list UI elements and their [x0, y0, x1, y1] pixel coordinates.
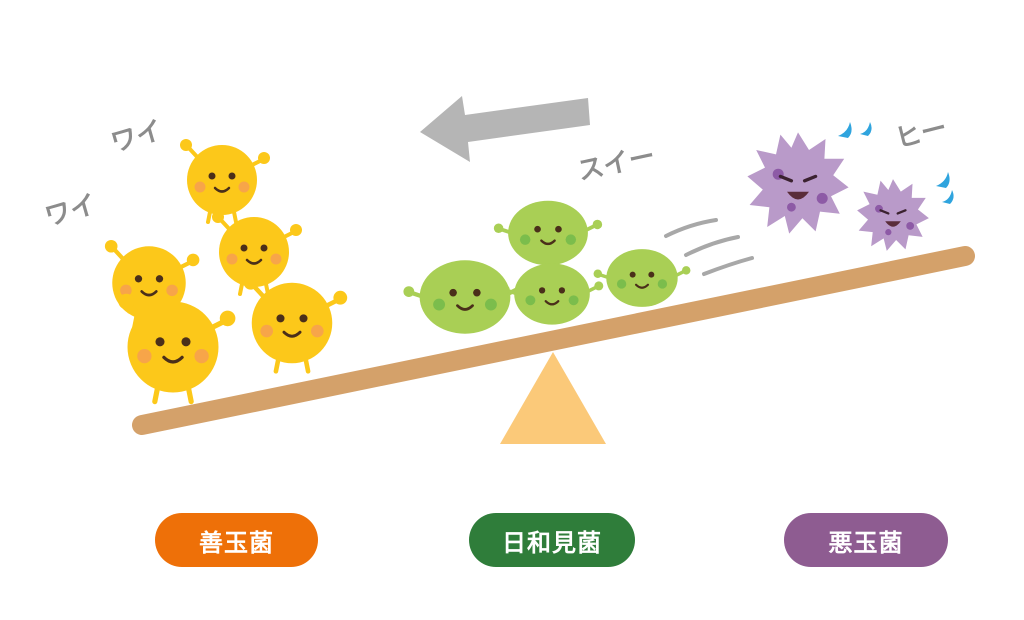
- neutral-bacterium: [498, 261, 606, 327]
- sfx-suii: スイー: [575, 141, 658, 187]
- bad-bacteria-label: 悪玉菌: [784, 513, 948, 567]
- good-bacteria-label-text: 善玉菌: [199, 528, 274, 557]
- neutral-bacterium: [403, 260, 526, 333]
- sweat-drop-icon: [838, 122, 852, 138]
- bad-bacterium: [745, 130, 851, 236]
- bad-bacteria-group: [745, 122, 954, 253]
- sweat-drop-icon: [860, 122, 872, 136]
- neutral-bacteria-label-text: 日和見菌: [502, 528, 602, 557]
- good-bacterium: [244, 276, 348, 371]
- neutral-bacterium: [491, 198, 605, 268]
- neutral-bacterium: [591, 247, 693, 309]
- good-bacterium: [178, 137, 272, 224]
- neutral-bacteria-label: 日和見菌: [469, 513, 635, 567]
- bad-bacteria-label-text: 悪玉菌: [828, 528, 904, 557]
- sfx-wai-left: ワイ: [42, 190, 100, 233]
- sfx-hii: ヒー: [892, 113, 950, 155]
- bad-bacterium: [855, 177, 931, 253]
- sfx-wai-top: ワイ: [108, 116, 166, 159]
- good-bacteria-group: [105, 137, 348, 402]
- seesaw-beam: [132, 246, 975, 435]
- good-bacteria-label: 善玉菌: [155, 513, 318, 567]
- sweat-drop-icon: [942, 190, 954, 204]
- sweat-drop-icon: [936, 172, 950, 188]
- direction-arrow: [420, 96, 590, 162]
- speed-lines: [664, 218, 754, 276]
- good-bacterium: [118, 294, 235, 402]
- seesaw-fulcrum: [500, 352, 606, 444]
